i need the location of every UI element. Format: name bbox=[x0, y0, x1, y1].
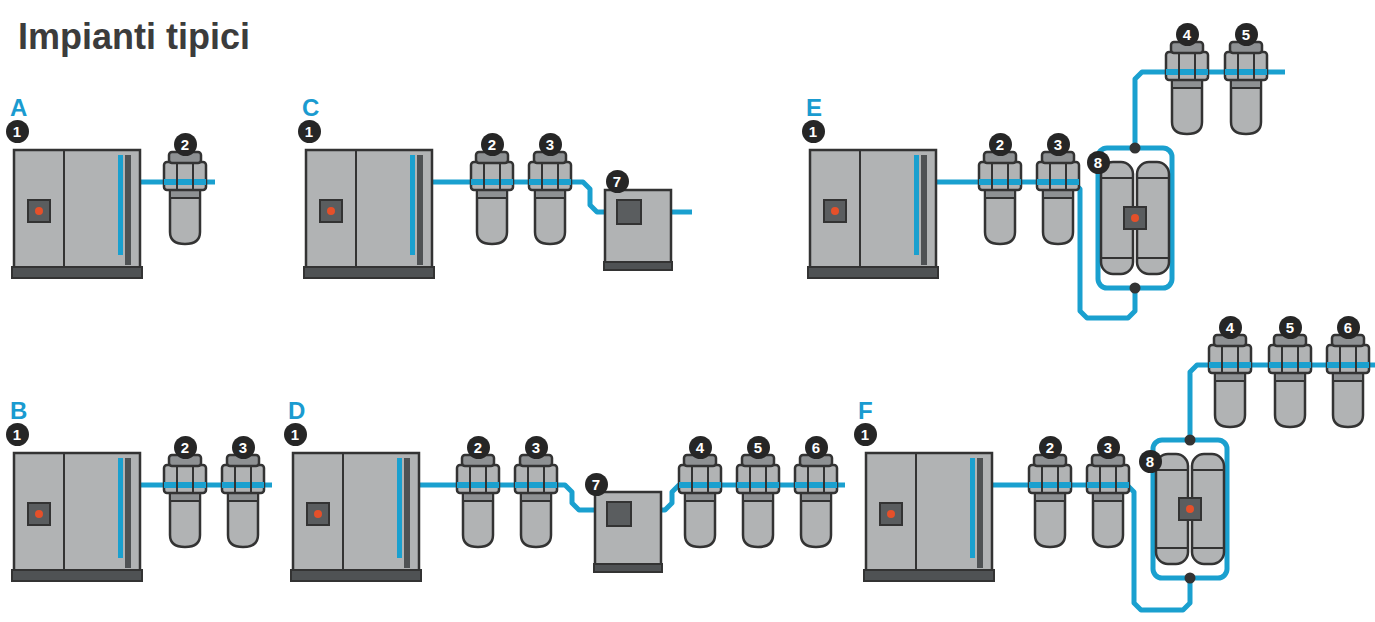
compressor bbox=[304, 150, 434, 278]
callout-number: 5 bbox=[1279, 316, 1302, 339]
callout-number: 1 bbox=[854, 423, 877, 446]
callout-number: 6 bbox=[805, 436, 828, 459]
callout-number: 8 bbox=[1139, 450, 1162, 473]
filter bbox=[1327, 335, 1369, 427]
compressor bbox=[808, 150, 938, 278]
filter bbox=[1087, 455, 1129, 547]
callout-number: 2 bbox=[174, 133, 197, 156]
desiccant-dryer bbox=[1153, 435, 1227, 584]
pipe bbox=[419, 485, 597, 510]
callout-number: 2 bbox=[174, 436, 197, 459]
filter bbox=[1269, 335, 1311, 427]
callout-number: 2 bbox=[989, 133, 1012, 156]
compressor bbox=[12, 453, 142, 581]
callout-number: 4 bbox=[689, 436, 712, 459]
callout-number: 3 bbox=[1047, 133, 1070, 156]
filter bbox=[795, 455, 837, 547]
callout-number: 4 bbox=[1176, 23, 1199, 46]
filter bbox=[737, 455, 779, 547]
callout-number: 5 bbox=[747, 436, 770, 459]
callout-number: 1 bbox=[284, 423, 307, 446]
filter bbox=[457, 455, 499, 547]
system-letter: A bbox=[10, 95, 27, 121]
filter bbox=[515, 455, 557, 547]
compressor bbox=[291, 453, 421, 581]
filter bbox=[164, 152, 206, 244]
callout-number: 1 bbox=[802, 120, 825, 143]
filter bbox=[1037, 152, 1079, 244]
callout-number: 2 bbox=[481, 133, 504, 156]
callout-number: 1 bbox=[298, 120, 321, 143]
filter bbox=[679, 455, 721, 547]
system-letter: D bbox=[288, 398, 305, 424]
callout-number: 7 bbox=[585, 473, 608, 496]
callout-number: 3 bbox=[525, 436, 548, 459]
callout-number: 1 bbox=[6, 120, 29, 143]
callout-number: 3 bbox=[1097, 436, 1120, 459]
filter bbox=[529, 152, 571, 244]
callout-number: 7 bbox=[606, 170, 629, 193]
callout-number: 1 bbox=[6, 423, 29, 446]
filter bbox=[1225, 42, 1267, 134]
system-letter: E bbox=[806, 95, 822, 121]
pipes bbox=[140, 72, 1375, 610]
equipment bbox=[12, 42, 1369, 584]
refrigerant-dryer bbox=[604, 190, 672, 270]
filter bbox=[979, 152, 1021, 244]
refrigerant-dryer bbox=[594, 492, 662, 572]
callout-number: 4 bbox=[1219, 316, 1242, 339]
callout-number: 2 bbox=[467, 436, 490, 459]
system-letter: B bbox=[10, 398, 27, 424]
filter bbox=[164, 455, 206, 547]
filter bbox=[1209, 335, 1251, 427]
callout-number: 2 bbox=[1039, 436, 1062, 459]
pipe bbox=[432, 182, 607, 212]
filter bbox=[1166, 42, 1208, 134]
callout-number: 8 bbox=[1087, 151, 1110, 174]
pipe bbox=[140, 483, 272, 488]
filter bbox=[471, 152, 513, 244]
filter bbox=[222, 455, 264, 547]
compressor bbox=[12, 150, 142, 278]
pipe bbox=[670, 210, 692, 215]
callout-number: 5 bbox=[1235, 23, 1258, 46]
pipe bbox=[1135, 72, 1285, 148]
pipe bbox=[1190, 365, 1375, 440]
title: Impianti tipici bbox=[18, 16, 250, 58]
system-letter: F bbox=[858, 398, 873, 424]
compressor bbox=[864, 453, 994, 581]
filter bbox=[1029, 455, 1071, 547]
system-letter: C bbox=[302, 95, 319, 121]
callout-number: 3 bbox=[539, 133, 562, 156]
callout-number: 3 bbox=[232, 436, 255, 459]
callout-number: 6 bbox=[1337, 316, 1360, 339]
